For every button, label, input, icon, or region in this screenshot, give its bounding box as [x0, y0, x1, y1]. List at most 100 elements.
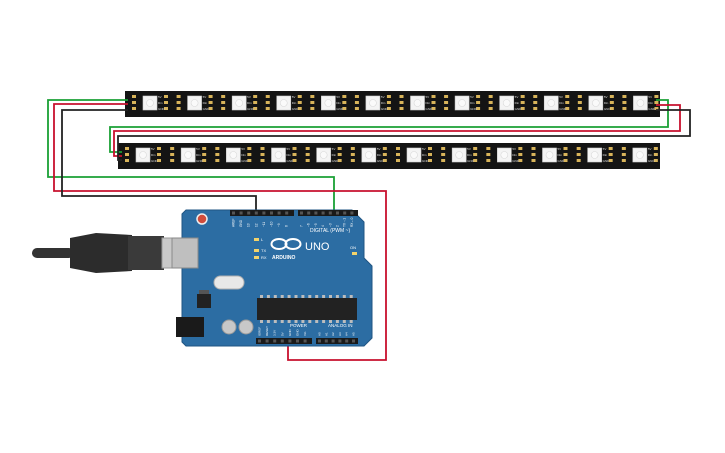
- strip-top-pad-label: GND: [292, 107, 300, 111]
- header-analog: [316, 338, 358, 344]
- digital-pin-label: TX→1: [343, 218, 347, 227]
- wire-black-ground[interactable]: [61, 109, 257, 216]
- power-pin-label: IOREF: [258, 327, 262, 336]
- strip-bottom-pad-label: GND: [467, 159, 475, 163]
- usb-plug-body: [70, 233, 132, 273]
- chip-leg: [335, 320, 339, 323]
- wires: [47, 99, 691, 361]
- digital-pin-socket[interactable]: [239, 211, 243, 215]
- digital-pin-socket[interactable]: [350, 211, 354, 215]
- chip-leg: [329, 320, 332, 323]
- digital-pin-socket[interactable]: [247, 211, 251, 215]
- digital-pin-socket[interactable]: [277, 211, 281, 215]
- digital-pin-socket[interactable]: [321, 211, 325, 215]
- analog-pin-socket[interactable]: [338, 339, 342, 343]
- digital-pin-socket[interactable]: [328, 211, 332, 215]
- strip-top-pad-label: Din: [203, 101, 208, 105]
- strip-bottom-pad-label: Din: [377, 153, 382, 157]
- usb-plug-collar: [128, 236, 164, 270]
- power-pin-socket[interactable]: [303, 339, 307, 343]
- chip-leg: [280, 295, 284, 298]
- power-pin-socket[interactable]: [280, 339, 284, 343]
- analog-pin-socket[interactable]: [324, 339, 328, 343]
- reset-button[interactable]: [196, 213, 208, 225]
- strip-bottom-pad-label: GND: [332, 159, 340, 163]
- strip-top-pad-label: Din: [559, 101, 564, 105]
- wire-red-power[interactable]: [53, 103, 387, 361]
- digital-pin-socket[interactable]: [270, 211, 273, 215]
- chip-leg: [322, 295, 326, 298]
- strip-bottom-pad-label: Din: [467, 153, 472, 157]
- power-pin-label: GND: [296, 329, 300, 337]
- strip-top-pad-label: GND: [426, 107, 434, 111]
- strip-top-pad-label: GND: [381, 107, 389, 111]
- power-pin-socket[interactable]: [296, 339, 299, 343]
- digital-pin-label: GND: [239, 219, 243, 227]
- chip-leg: [266, 320, 270, 323]
- strip-top-pad-label: 5V: [515, 95, 519, 99]
- strip-bottom-pad-label: Din: [196, 153, 201, 157]
- wire-green-chain[interactable]: [109, 99, 669, 153]
- led-tx-label: TX: [261, 248, 266, 253]
- analog-pin-socket[interactable]: [331, 339, 335, 343]
- digital-pin-socket[interactable]: [300, 211, 303, 215]
- usb-cable[interactable]: [32, 233, 195, 273]
- brand-label: ARDUINO: [272, 255, 295, 261]
- strip-bottom-pad-label: GND: [241, 159, 249, 163]
- chip-leg: [301, 295, 305, 298]
- digital-pin-socket[interactable]: [232, 211, 235, 215]
- led-on: [352, 252, 357, 255]
- strip-top-pad-label: GND: [158, 107, 166, 111]
- strip-bottom-pad-label: GND: [648, 159, 656, 163]
- strip-top-pad-label: GND: [336, 107, 344, 111]
- digital-label: DIGITAL (PWM ~): [310, 228, 350, 234]
- power-pin-socket[interactable]: [265, 339, 269, 343]
- led-strip-bottom-body: [118, 143, 660, 169]
- wire-black-chain[interactable]: [117, 109, 691, 161]
- digital-pin-socket[interactable]: [336, 211, 339, 215]
- strip-top-pad-label: GND: [648, 107, 656, 111]
- digital-pin-label: 2: [336, 225, 340, 227]
- digital-pin-socket[interactable]: [343, 211, 347, 215]
- power-pin-label: RESET: [265, 326, 269, 336]
- analog-pin-socket[interactable]: [318, 339, 321, 343]
- digital-pin-socket[interactable]: [285, 211, 289, 215]
- digital-pin-socket[interactable]: [262, 211, 266, 215]
- digital-pin-label: 7: [300, 225, 304, 227]
- led-strip-top[interactable]: 5VDinGND5VDinGND5VDinGND5VDinGND5VDinGND…: [125, 91, 660, 117]
- strip-top-pad-label: Din: [648, 101, 653, 105]
- header-top-left: [230, 210, 294, 216]
- wire-red-chain[interactable]: [113, 104, 681, 157]
- analog-pin-socket[interactable]: [352, 339, 355, 343]
- chip-leg: [266, 295, 270, 298]
- strip-bottom-pad-label: 5V: [648, 147, 652, 151]
- analog-pin-socket[interactable]: [345, 339, 349, 343]
- chip-leg: [273, 320, 277, 323]
- power-pin-socket[interactable]: [288, 339, 292, 343]
- digital-pin-socket[interactable]: [254, 211, 258, 215]
- wire-green-data[interactable]: [47, 99, 335, 216]
- chip-leg: [322, 320, 326, 323]
- crystal: [213, 275, 245, 290]
- chip-leg: [287, 295, 291, 298]
- digital-pin-socket[interactable]: [314, 211, 318, 215]
- chip-leg: [315, 295, 319, 298]
- power-pin-socket[interactable]: [258, 339, 261, 343]
- power-pin-socket[interactable]: [273, 339, 277, 343]
- led-strip-bottom[interactable]: 5VDinGND5VDinGND5VDinGND5VDinGND5VDinGND…: [118, 143, 660, 169]
- strip-top-pad-label: 5V: [648, 95, 652, 99]
- led-l: [254, 238, 259, 241]
- digital-pin-socket[interactable]: [307, 211, 311, 215]
- strip-top-pad-label: Din: [247, 101, 252, 105]
- strip-top-pad-label: 5V: [559, 95, 563, 99]
